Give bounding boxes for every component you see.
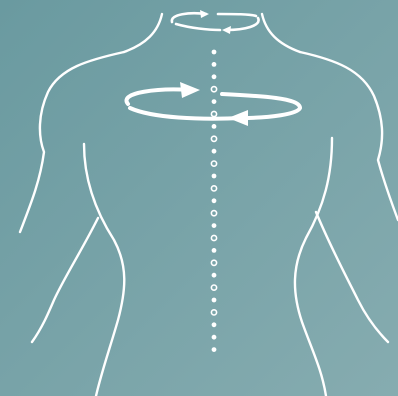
spine-dot: [212, 335, 217, 340]
spine-dot: [212, 347, 217, 352]
spine-dot: [212, 62, 217, 67]
spine-dot: [212, 248, 217, 253]
spine-dot: [212, 223, 217, 228]
spine-dot: [212, 149, 217, 154]
spine-dot: [212, 124, 217, 129]
spine-dot: [212, 273, 217, 278]
spine-dot: [212, 322, 217, 327]
spine-dot: [212, 50, 217, 55]
spine-dot: [212, 174, 217, 179]
spine-dot: [212, 74, 217, 79]
spine-dot: [212, 198, 217, 203]
spine-dot: [212, 99, 217, 104]
spine-dot: [212, 298, 217, 303]
